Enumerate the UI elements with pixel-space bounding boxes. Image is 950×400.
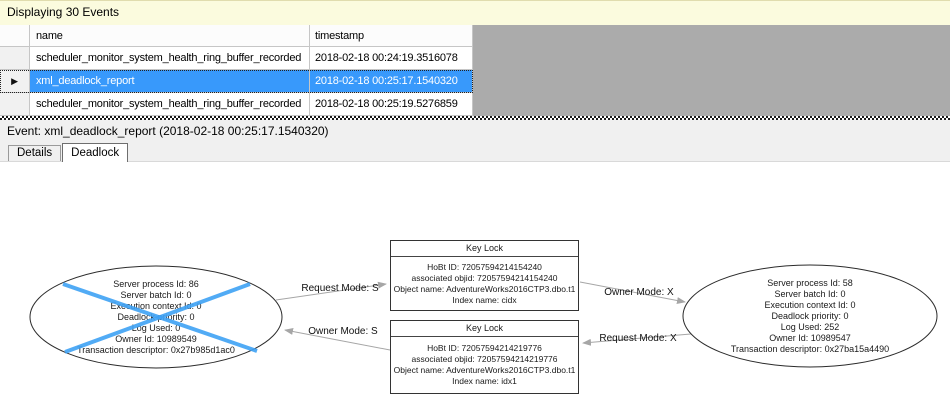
lock-detail-line: HoBt ID: 72057594214154240	[427, 261, 542, 272]
event-timestamp-cell[interactable]: 2018-02-18 00:24:19.3516078	[310, 47, 473, 70]
lock-detail-line: Index name: idx1	[452, 376, 517, 386]
process-detail-line: Deadlock priority: 0	[117, 312, 195, 322]
row-selector-cell[interactable]	[0, 93, 30, 116]
events-count-text: Displaying 30 Events	[7, 5, 120, 19]
lock-node-details: HoBt ID: 72057594214154240 associated ob…	[391, 257, 578, 310]
event-name-cell[interactable]: xml_deadlock_report	[30, 70, 310, 93]
row-selector-header-cell	[0, 25, 30, 47]
event-row-selected[interactable]: ▶ xml_deadlock_report 2018-02-18 00:25:1…	[0, 70, 473, 93]
process-detail-line: Log Used: 0	[131, 323, 181, 333]
tab-details[interactable]: Details	[8, 145, 62, 161]
lock-detail-line: associated objid: 72057594214154240	[411, 272, 558, 283]
event-summary-text: Event: xml_deadlock_report (2018-02-18 0…	[7, 124, 329, 138]
selected-row-marker-icon: ▶	[11, 75, 18, 86]
edge-label-owner-s: Owner Mode: S	[308, 326, 378, 337]
process-right-details: Server process Id: 58 Server batch Id: 0…	[694, 278, 926, 355]
process-detail-line: Server process Id: 58	[767, 278, 853, 288]
edge-request-x	[582, 333, 692, 346]
lock-node-details: HoBt ID: 72057594214219776 associated ob…	[391, 337, 578, 393]
edge-owner-x	[579, 281, 686, 304]
deadlock-graph-pane: Server process Id: 86 Server batch Id: 0…	[0, 161, 950, 400]
process-detail-line: Execution context Id: 0	[764, 300, 856, 310]
row-selector-cell[interactable]	[0, 47, 30, 70]
edge-owner-s	[284, 328, 391, 351]
lock-detail-line: Index name: cidx	[452, 294, 517, 305]
process-detail-line: Deadlock priority: 0	[771, 311, 849, 321]
grid-header-row: name timestamp	[0, 25, 473, 47]
lock-node-bottom[interactable]: Key Lock HoBt ID: 72057594214219776 asso…	[390, 320, 579, 394]
process-detail-line: Owner Id: 10989549	[115, 334, 197, 344]
process-detail-line: Execution context Id: 0	[110, 301, 202, 311]
lock-node-title: Key Lock	[391, 241, 578, 257]
process-detail-line: Server batch Id: 0	[120, 290, 192, 300]
process-detail-line: Transaction descriptor: 0x27b985d1ac0	[77, 345, 235, 355]
lock-node-top[interactable]: Key Lock HoBt ID: 72057594214154240 asso…	[390, 240, 579, 311]
lock-detail-line: Object name: AdventureWorks2016CTP3.dbo.…	[393, 365, 576, 375]
edge-label-owner-x: Owner Mode: X	[604, 287, 674, 298]
event-summary-bar: Event: xml_deadlock_report (2018-02-18 0…	[0, 120, 950, 142]
process-detail-line: Transaction descriptor: 0x27ba15a4490	[730, 344, 890, 354]
lock-detail-line: Object name: AdventureWorks2016CTP3.dbo.…	[393, 283, 576, 294]
event-row[interactable]: scheduler_monitor_system_health_ring_buf…	[0, 47, 473, 70]
process-detail-line: Server batch Id: 0	[774, 289, 846, 299]
edge-label-request-s: Request Mode: S	[301, 283, 379, 294]
grid-splitter-handle[interactable]	[0, 116, 950, 120]
tab-deadlock[interactable]: Deadlock	[62, 143, 129, 162]
lock-detail-line: HoBt ID: 72057594214219776	[427, 343, 542, 353]
tab-strip: Details Deadlock	[0, 142, 950, 162]
edge-request-s	[275, 281, 387, 301]
process-victim-details: Server process Id: 86 Server batch Id: 0…	[40, 279, 272, 356]
events-grid: name timestamp scheduler_monitor_system_…	[0, 25, 950, 116]
process-detail-line: Log Used: 252	[780, 322, 840, 332]
events-count-bar: Displaying 30 Events	[0, 0, 950, 25]
event-name-cell[interactable]: scheduler_monitor_system_health_ring_buf…	[30, 47, 310, 70]
lock-detail-line: associated objid: 72057594214219776	[411, 354, 558, 364]
process-node[interactable]	[682, 264, 938, 368]
event-row[interactable]: scheduler_monitor_system_health_ring_buf…	[0, 93, 473, 116]
event-timestamp-cell[interactable]: 2018-02-18 00:25:17.1540320	[310, 70, 473, 93]
event-timestamp-cell[interactable]: 2018-02-18 00:25:19.5276859	[310, 93, 473, 116]
event-name-cell[interactable]: scheduler_monitor_system_health_ring_buf…	[30, 93, 310, 116]
column-header-name[interactable]: name	[30, 25, 310, 47]
edge-label-request-x: Request Mode: X	[599, 333, 677, 344]
column-header-timestamp[interactable]: timestamp	[310, 25, 473, 47]
process-detail-line: Owner Id: 10989547	[769, 333, 851, 343]
row-selector-cell[interactable]: ▶	[0, 70, 30, 93]
process-detail-line: Server process Id: 86	[113, 279, 199, 289]
lock-node-title: Key Lock	[391, 321, 578, 337]
